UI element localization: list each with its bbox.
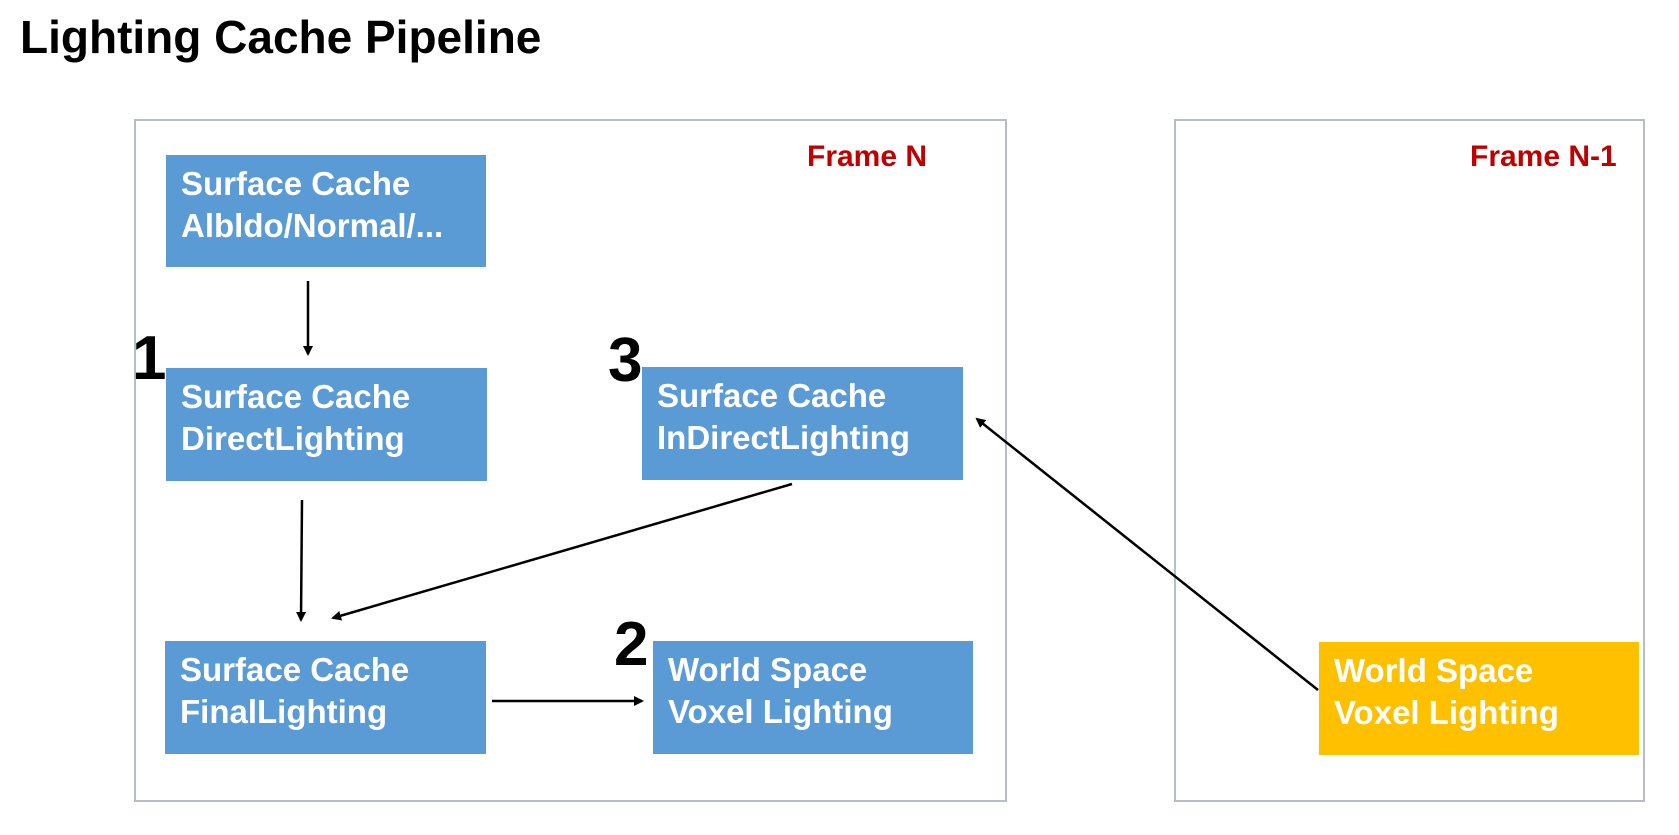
node-world-space-voxel-lighting-previous: World Space Voxel Lighting [1319,642,1639,755]
node-line1: World Space [668,651,868,688]
frame-n-minus-1-container [1174,119,1645,802]
arrow-voxel-prev-to-indirect [975,417,1319,691]
node-line1: Surface Cache [180,651,410,688]
node-surface-cache-albedo: Surface Cache Albldo/Normal/... [166,155,486,267]
node-line2: Albldo/Normal/... [181,207,444,244]
node-surface-cache-final-lighting: Surface Cache FinalLighting [165,641,486,754]
node-line2: InDirectLighting [657,419,910,456]
frame-n-container [134,119,1007,802]
node-line1: Surface Cache [657,377,887,414]
node-line1: Surface Cache [181,378,411,415]
step-number-3: 3 [608,326,643,395]
arrow-direct-to-final [296,499,307,622]
node-line1: World Space [1334,652,1534,689]
node-surface-cache-indirect-lighting: Surface Cache InDirectLighting [642,367,963,480]
frame-n-label: Frame N [807,140,928,173]
node-line1: Surface Cache [181,165,411,202]
node-world-space-voxel-lighting: World Space Voxel Lighting [653,641,973,754]
node-line2: Voxel Lighting [668,693,893,730]
step-number-2: 2 [614,610,649,679]
frame-n-minus-1-label: Frame N-1 [1470,140,1617,173]
node-line2: Voxel Lighting [1334,694,1559,731]
page-title: Lighting Cache Pipeline [20,11,542,63]
node-line2: DirectLighting [181,420,405,457]
node-line2: FinalLighting [180,693,388,730]
step-number-1: 1 [132,324,167,393]
node-surface-cache-direct-lighting: Surface Cache DirectLighting [166,368,487,481]
arrow-indirect-to-final [331,482,793,621]
